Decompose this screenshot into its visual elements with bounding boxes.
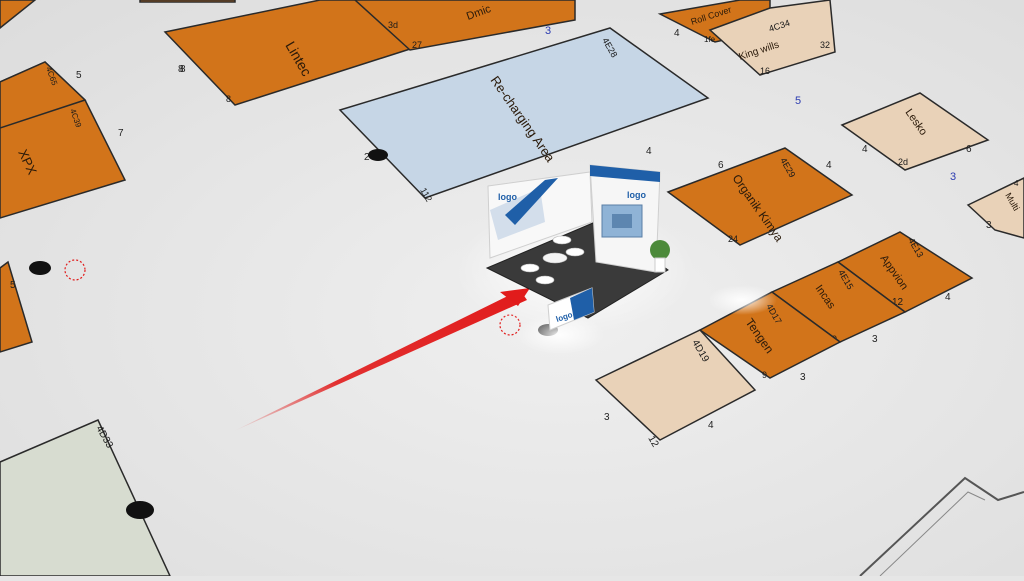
booth-lesko[interactable] <box>840 92 990 171</box>
booth-lintec-code: 8 <box>226 94 231 104</box>
booth-lesko-side-b: 6 <box>966 144 972 155</box>
booth-appvion-sub: 12 <box>892 297 904 308</box>
edge-number-1: 8 <box>180 64 186 75</box>
booth-right-edge[interactable] <box>966 177 1024 239</box>
hall-number-1: 3 <box>545 25 551 37</box>
booth-rollcover-side: 4 <box>674 28 680 39</box>
stand-counter-stripe <box>570 288 594 320</box>
booth-dmic-side: 3d <box>388 20 398 30</box>
booth-kingwills[interactable] <box>708 0 836 76</box>
booth-left-small[interactable] <box>0 260 33 353</box>
stand-side-header <box>590 165 660 182</box>
booth-kingwills-sub: 16 <box>760 66 770 76</box>
booth-unnamed-side-b: 4 <box>708 420 714 431</box>
booth-dmic-code: 27 <box>412 40 422 50</box>
hall-wall <box>859 476 1024 577</box>
booth-xpx-top[interactable] <box>0 61 87 129</box>
booth-xpx-side-b: 7 <box>118 128 124 139</box>
booth-right-edge-code: 4 <box>1014 179 1019 188</box>
stand-plant-pot <box>654 257 666 273</box>
booth-unnamed-sub: 12 <box>645 434 660 450</box>
exhibition-stand[interactable]: logo logo logo <box>485 164 670 331</box>
stand-screen-image <box>612 214 632 228</box>
edge-number-2: 2 <box>364 152 370 163</box>
booth-kingwills-side: 32 <box>820 40 830 50</box>
stand-glow-3 <box>707 285 777 315</box>
booth-rollcover-code: 1fe <box>704 35 716 44</box>
booth-lintec-side-a: 8 <box>178 64 184 75</box>
booth-organik-sub: 24 <box>728 234 738 244</box>
booth-unnamed[interactable] <box>594 329 757 441</box>
marker-dot-1[interactable] <box>368 149 388 161</box>
stand-back-wall <box>487 171 593 259</box>
stand-plant <box>650 240 670 260</box>
stand-logo-right: logo <box>627 190 646 200</box>
booth-recharging-area[interactable] <box>338 27 710 199</box>
booth-lesko-code: 2d <box>898 157 908 167</box>
stand-logo-back: logo <box>498 192 517 202</box>
marker-dot-3[interactable] <box>126 501 154 519</box>
booth-lesko-side-a: 4 <box>862 144 868 155</box>
hall-number-3: 3 <box>950 171 956 183</box>
hall-wall-inner <box>879 491 986 577</box>
stand-glow-2 <box>515 315 605 355</box>
booth-appvion-side: 4 <box>945 292 951 303</box>
booth-organik-side-b: 4 <box>826 160 832 171</box>
booth-top-strip[interactable] <box>139 0 236 3</box>
marker-dot-2[interactable] <box>29 261 51 275</box>
booth-organik-kimya[interactable] <box>666 147 854 246</box>
stand-table <box>542 252 568 264</box>
stand-chair-3 <box>552 235 572 245</box>
booth-green-area[interactable] <box>0 419 172 577</box>
booth-tengen-sub: 9 <box>762 370 767 380</box>
booth-right-edge-side: 3 <box>986 220 992 231</box>
edge-number-3: 4 <box>646 146 652 157</box>
booth-left-small-code: 5 <box>10 280 16 291</box>
booth-dmic[interactable] <box>353 0 576 51</box>
direction-arrow-head <box>500 288 530 306</box>
booth-tengen-side: 3 <box>800 372 806 383</box>
stand-chair-1 <box>520 263 540 273</box>
booth-xpx-side-a: 5 <box>76 70 82 81</box>
booth-top-left-corner[interactable] <box>0 0 37 29</box>
stand-chair-2 <box>535 275 555 285</box>
hall-number-2: 5 <box>795 95 801 107</box>
stand-chair-4 <box>565 247 585 257</box>
direction-arrow <box>232 290 527 432</box>
stand-back-wall-stripe <box>505 178 558 225</box>
booth-organik-side-a: 6 <box>718 160 724 171</box>
booth-unnamed-side-a: 3 <box>604 412 610 423</box>
booth-incas-side: 3 <box>872 334 878 345</box>
you-are-here-ring-1 <box>64 259 86 281</box>
